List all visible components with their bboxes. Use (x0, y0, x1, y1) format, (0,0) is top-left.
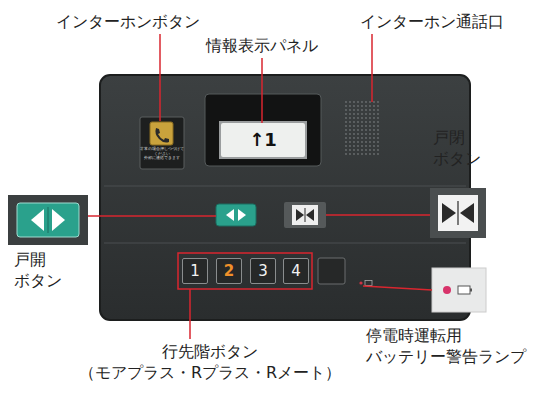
text-line: （モアプラス・Rプラス・Rメート） (50, 363, 370, 384)
node-text: ↑1 (249, 131, 277, 149)
text-line: ボタン (433, 149, 481, 170)
node-text: 1 (190, 264, 200, 279)
callout-label: 情報表示パネル (200, 36, 324, 57)
text-line: 外部に連絡できます (140, 156, 184, 161)
intercom-note: 非常の場合押しつづけて ください 外部に連絡できます (140, 147, 184, 161)
text-line: 戸開 (14, 250, 62, 271)
battery-lamp (359, 281, 372, 286)
text-line: 行先階ボタン (50, 342, 370, 363)
callout-label: 戸閉 ボタン (433, 128, 481, 170)
display-frame (219, 121, 307, 159)
floor-button: 1 (182, 258, 208, 284)
panel-housing (100, 75, 470, 320)
door-close-zoom (430, 188, 486, 238)
battery-lamp-zoom (432, 268, 486, 312)
callout-label: インターホン通話口 (360, 12, 504, 33)
panel-separator (104, 186, 466, 187)
door-open-zoom (8, 195, 88, 245)
text-line: 非常の場合押しつづけて (140, 147, 184, 152)
panel-separator (104, 243, 466, 244)
callout-label: 停電時運転用 バッテリー警告ランプ (366, 326, 526, 368)
speaker-grille (345, 100, 381, 156)
info-display-screen: ↑1 (221, 123, 305, 157)
blank-button (318, 258, 345, 284)
text-line: ボタン (14, 271, 62, 292)
door-close-button (284, 202, 326, 228)
node-text: 3 (258, 264, 268, 279)
text-line: 戸閉 (433, 128, 481, 149)
text-line: 停電時運転用 (366, 326, 526, 347)
node-text: 4 (291, 264, 301, 279)
floor-button: 2 (216, 258, 242, 284)
text-line: バッテリー警告ランプ (366, 347, 526, 368)
floor-button: 3 (250, 258, 276, 284)
callout-label: 戸開 ボタン (14, 250, 62, 292)
door-open-button (216, 204, 256, 226)
display-bezel (205, 94, 321, 166)
node-text: 2 (224, 264, 234, 279)
text-line: ください (140, 152, 184, 157)
callout-label: インターホンボタン (56, 12, 200, 33)
leader-lines (88, 34, 432, 339)
intercom-button (140, 117, 184, 169)
callout-label: 行先階ボタン （モアプラス・Rプラス・Rメート） (50, 342, 370, 384)
floor-button: 4 (283, 258, 309, 284)
